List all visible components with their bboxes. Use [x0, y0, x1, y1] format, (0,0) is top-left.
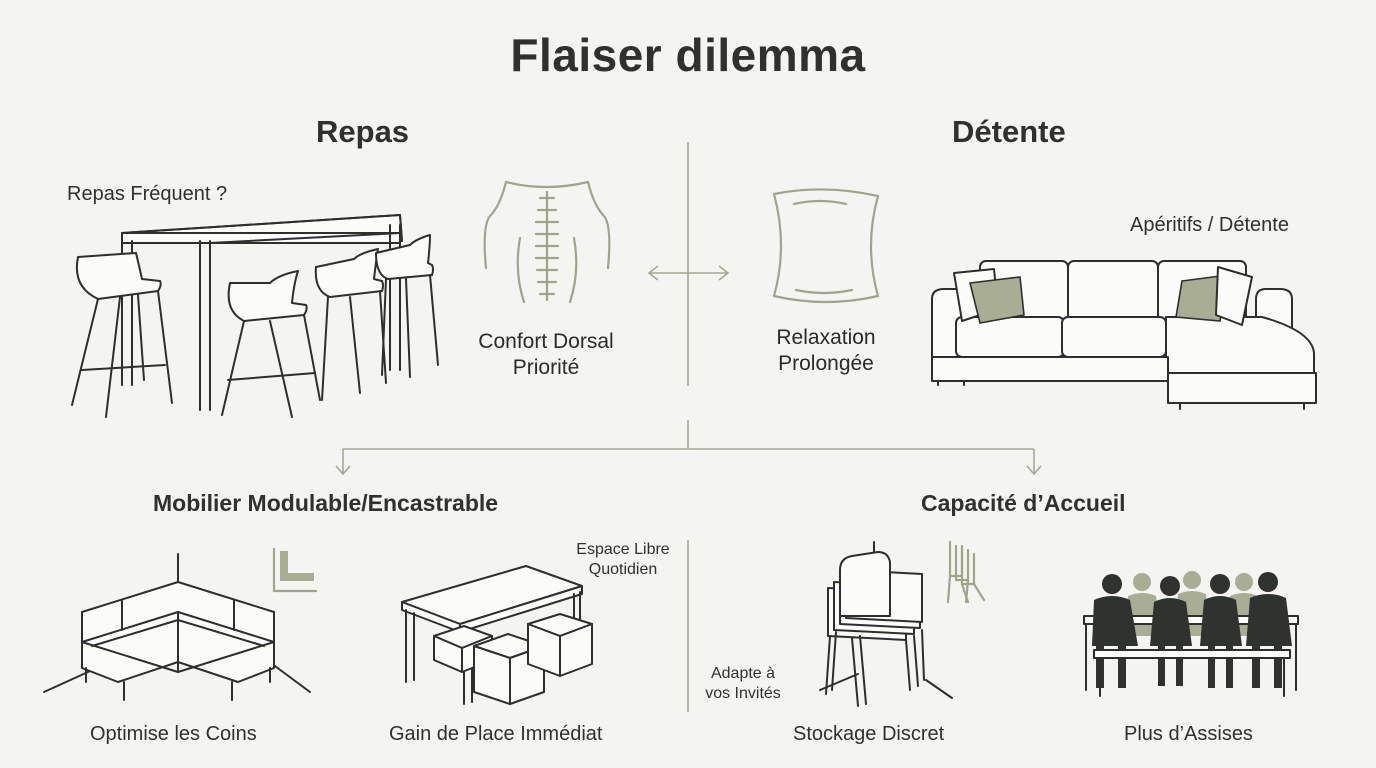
- pillow-label-line1: Relaxation: [776, 326, 876, 349]
- spine-label-line2: Priorité: [512, 356, 580, 379]
- subsection-title-modulable: Mobilier Modulable/Encastrable: [153, 490, 499, 516]
- section-title-detente: Détente: [952, 114, 1066, 149]
- pillow-label: Relaxation Prolongée: [736, 325, 916, 377]
- spine-icon: [483, 180, 611, 304]
- corner-sofa-icon: [43, 553, 311, 701]
- subsection-title-accueil: Capacité d’Accueil: [921, 490, 1126, 516]
- spine-label: Confort Dorsal Priorité: [456, 329, 636, 381]
- sectional-sofa-icon: [931, 260, 1317, 410]
- question-label: Repas Fréquent ?: [67, 183, 228, 205]
- caption-plus-assises: Plus d’Assises: [1124, 723, 1253, 745]
- note-espace-libre: Espace Libre Quotidien: [556, 540, 690, 580]
- stacked-chairs-icon: [819, 541, 953, 707]
- note-adapte-invites: Adapte à vos Invités: [700, 664, 786, 704]
- page-title: Flaiser dilemma: [510, 29, 866, 81]
- pillow-icon: [772, 188, 880, 304]
- spine-label-line1: Confort Dorsal: [478, 330, 614, 353]
- note-adapte-invites-line2: vos Invités: [705, 685, 781, 702]
- section-title-repas: Repas: [316, 114, 410, 149]
- note-espace-libre-line1: Espace Libre: [576, 541, 670, 558]
- corner-l-icon: [272, 547, 318, 593]
- pillow-label-line2: Prolongée: [778, 352, 874, 375]
- bar-table-stools-icon: [71, 214, 439, 418]
- caption-gain-de-place: Gain de Place Immédiat: [389, 723, 603, 745]
- bench-guests-icon: [1083, 571, 1299, 697]
- note-adapte-invites-line1: Adapte à: [710, 665, 776, 682]
- nesting-table-icon: [401, 565, 593, 705]
- caption-optimise-coins: Optimise les Coins: [90, 723, 257, 745]
- caption-stockage-discret: Stockage Discret: [793, 723, 945, 745]
- usage-label: Apéritifs / Détente: [1130, 214, 1289, 236]
- stacked-chairs-small-icon: [946, 540, 986, 604]
- note-espace-libre-line2: Quotidien: [588, 561, 658, 578]
